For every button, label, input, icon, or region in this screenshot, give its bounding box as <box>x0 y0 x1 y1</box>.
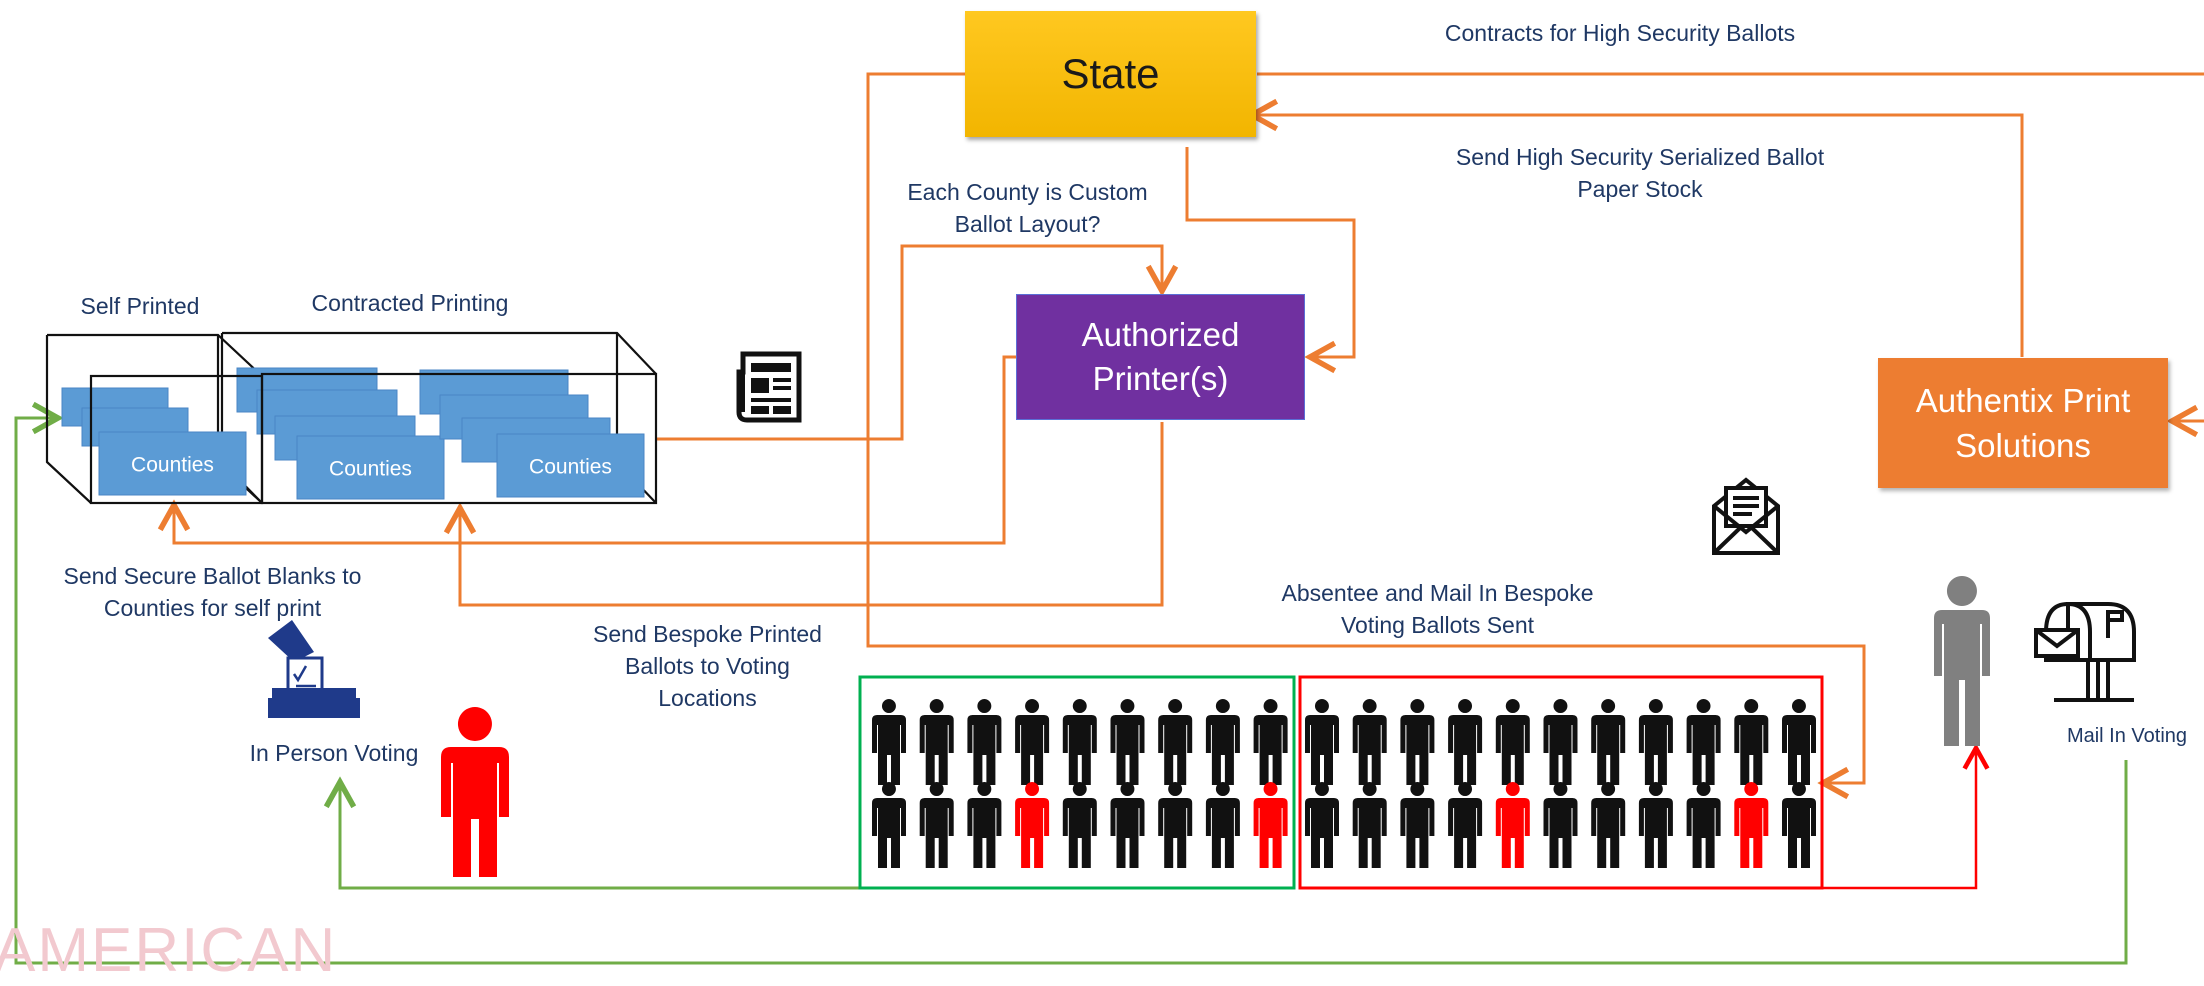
mail-in-voting-label: Mail In Voting <box>2066 725 2188 747</box>
printer-to-self-printed-arrow <box>174 355 1017 545</box>
mail-voters-group <box>1298 675 1824 890</box>
authentix-to-state-arrow <box>1252 115 2024 357</box>
county-card-label: Counties <box>529 456 612 479</box>
mailbox-icon <box>2034 602 2136 702</box>
in-person-voting-label: In Person Voting <box>249 740 419 766</box>
mail-in-voter-figure <box>1934 576 1990 746</box>
voter-figure <box>1638 699 1673 785</box>
newspaper-icon <box>736 351 802 423</box>
voter-figure <box>1352 782 1387 868</box>
voter-figure <box>872 782 906 868</box>
voter-figure <box>967 782 1002 868</box>
voter-figure <box>1686 782 1721 868</box>
voter-figure <box>1734 699 1769 785</box>
ballot-box-icon <box>268 620 360 718</box>
in-person-voters-group <box>858 675 1296 890</box>
voter-figure <box>1253 782 1288 868</box>
voter-figure <box>1734 782 1769 868</box>
voter-figure <box>1543 699 1578 785</box>
authorized-printers-label: Authorized Printer(s) <box>1081 316 1240 397</box>
county-cards: CountiesCountiesCountiesCountiesCounties <box>61 367 645 500</box>
voter-figure <box>1305 699 1339 785</box>
authentix-node: Authentix Print Solutions <box>1878 358 2168 488</box>
counties-to-printer-arrow <box>656 244 1162 441</box>
authorized-printers-node: Authorized Printer(s) <box>1016 294 1305 420</box>
voter-figure <box>1062 699 1097 785</box>
voter-figure <box>1015 782 1050 868</box>
voter-figure <box>1686 699 1721 785</box>
in-person-voter-figure <box>441 707 509 877</box>
voter-figure <box>1110 782 1145 868</box>
crowd-to-mail-voter-arrow <box>1822 748 1976 890</box>
voter-figure <box>872 699 906 785</box>
voter-figure <box>1253 699 1288 785</box>
voter-figure <box>1495 782 1530 868</box>
send-paper-stock-label: Send High Security Serialized Ballot Pap… <box>1455 144 1825 202</box>
contracted-printing-label: Contracted Printing <box>311 290 509 316</box>
voter-figure <box>1305 782 1339 868</box>
diagram-stage: CountiesCountiesCountiesCountiesCounties <box>0 11 2204 985</box>
voter-figure <box>919 699 954 785</box>
state-to-printer-arrow <box>1185 147 1356 357</box>
voter-figure <box>1400 699 1435 785</box>
voter-figure <box>1448 699 1483 785</box>
county-card <box>98 431 247 496</box>
voter-figure <box>1158 782 1193 868</box>
envelope-letter-icon <box>1712 477 1780 555</box>
voter-figure <box>1638 782 1673 868</box>
state-label: State <box>1061 50 1160 97</box>
absentee-label: Absentee and Mail In Bespoke Voting Ball… <box>1281 580 1594 638</box>
send-bespoke-label: Send Bespoke Printed Ballots to Voting L… <box>593 621 822 711</box>
voter-figure <box>919 782 954 868</box>
voter-figure <box>1110 699 1145 785</box>
voter-crowd <box>872 699 1816 868</box>
state-to-voters-arrow <box>866 72 1866 783</box>
voter-figure <box>1448 782 1483 868</box>
contracts-label: Contracts for High Security Ballots <box>1444 20 1796 46</box>
voter-figure <box>1015 699 1050 785</box>
voter-figure <box>1782 699 1816 785</box>
mail-return-arrow <box>14 418 2128 965</box>
printer-to-contracted-arrow <box>460 422 1164 607</box>
voter-figure <box>967 699 1002 785</box>
voter-figure <box>1205 782 1240 868</box>
county-card-label: Counties <box>329 458 412 481</box>
voter-figure <box>1352 699 1387 785</box>
crowd-to-in-person-arrow <box>340 782 860 890</box>
voter-figure <box>1543 782 1578 868</box>
state-node: State <box>965 11 1256 137</box>
voter-figure <box>1495 699 1530 785</box>
county-card <box>296 435 445 500</box>
self-printed-label: Self Printed <box>80 293 200 319</box>
voter-figure <box>1782 782 1816 868</box>
voter-figure <box>1062 782 1097 868</box>
authentix-label: Authentix Print Solutions <box>1915 382 2131 464</box>
voter-figure <box>1591 699 1626 785</box>
custom-layout-label: Each County is Custom Ballot Layout? <box>907 179 1148 237</box>
contracted-box-front <box>260 372 658 505</box>
send-blanks-label: Send Secure Ballot Blanks to Counties fo… <box>63 563 362 621</box>
voter-figure <box>1205 699 1240 785</box>
county-card-label: Counties <box>131 454 214 477</box>
voter-figure <box>1158 699 1193 785</box>
watermark: AMERICAN <box>0 916 338 985</box>
flow-lines: CountiesCountiesCountiesCountiesCounties <box>14 72 2204 965</box>
county-card <box>496 433 645 498</box>
voter-figure <box>1591 782 1626 868</box>
voter-figure <box>1400 782 1435 868</box>
